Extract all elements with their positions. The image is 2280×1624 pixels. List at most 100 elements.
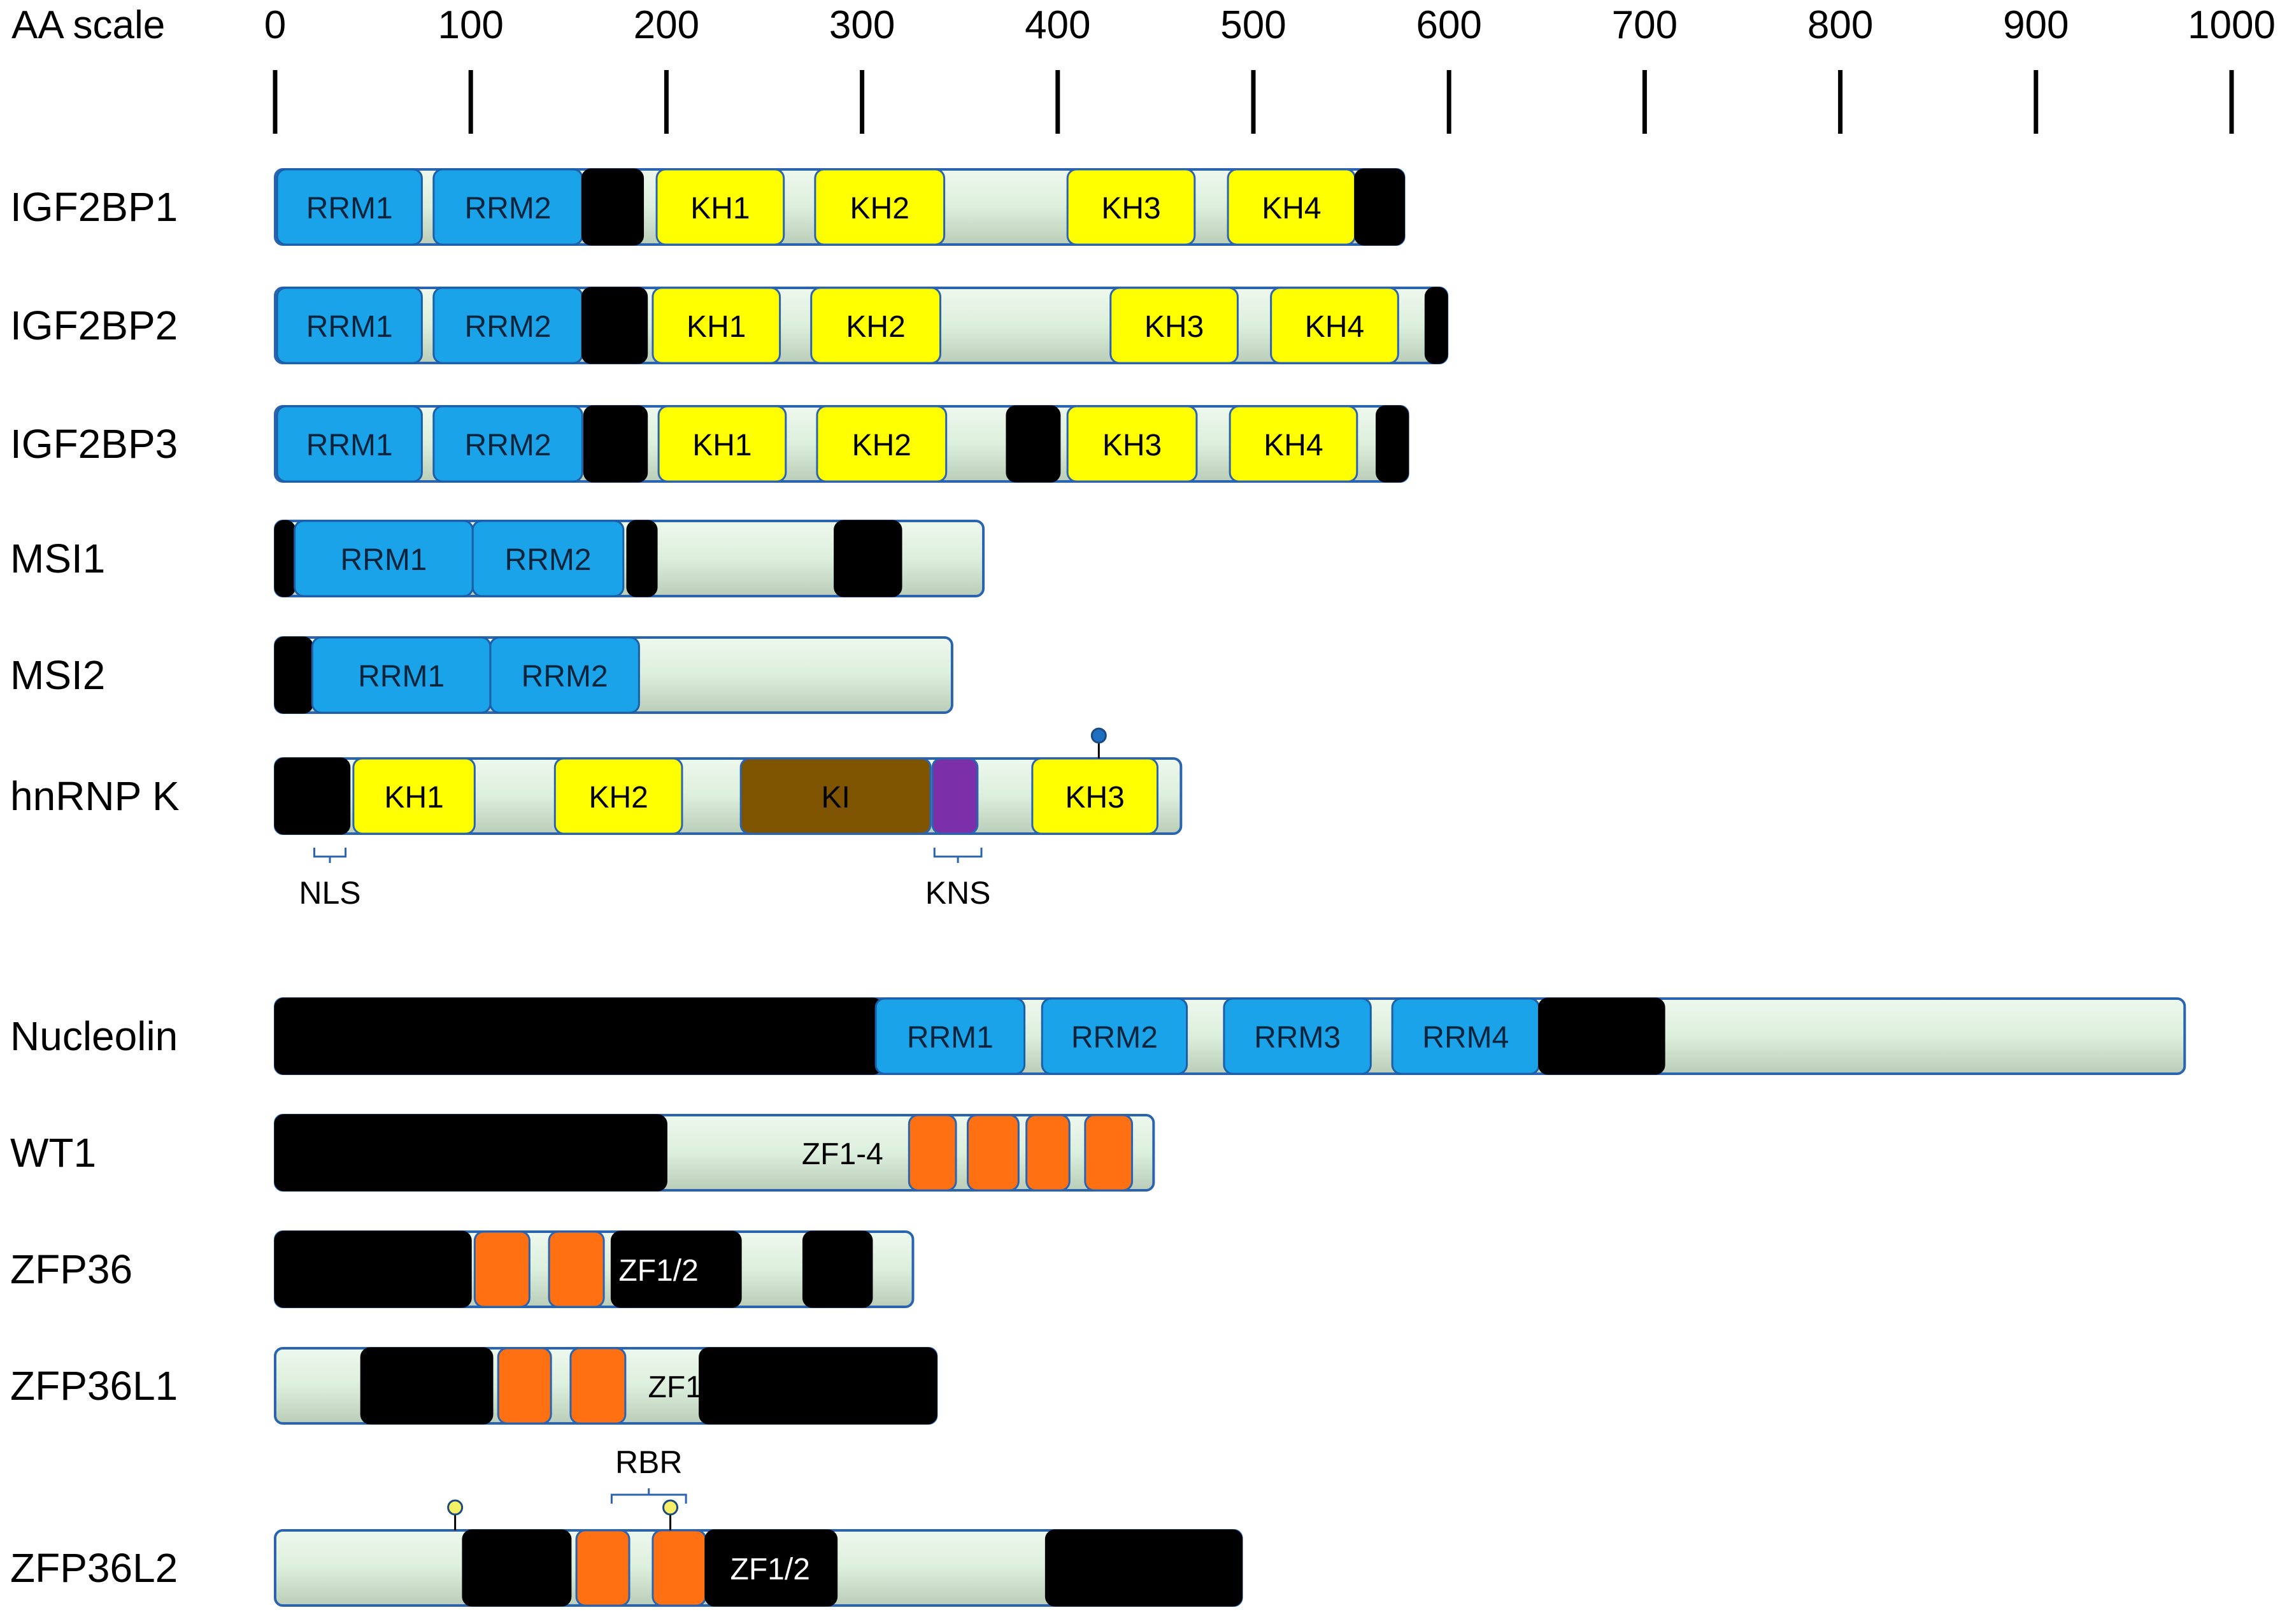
domain-black xyxy=(802,1230,873,1308)
domain-label: KH4 xyxy=(1305,310,1364,344)
domain-kh xyxy=(1066,168,1196,246)
domain-text: ZF1/2 xyxy=(618,1254,698,1288)
domain-label: RRM1 xyxy=(306,192,393,225)
domain-zf xyxy=(1025,1114,1071,1192)
domain-label: KI xyxy=(821,781,850,815)
domain-kh xyxy=(652,287,781,364)
protein-row: MSI1 RRM1 RRM2 xyxy=(10,520,985,597)
domain-kh xyxy=(1031,757,1158,835)
scale-tick-label: 100 xyxy=(438,3,503,47)
domain-zf xyxy=(966,1114,1020,1192)
domain-label: RRM3 xyxy=(1254,1021,1341,1055)
protein-name: WT1 xyxy=(10,1130,96,1176)
domain-kh xyxy=(352,757,476,835)
domain-rrm xyxy=(432,405,583,483)
protein-name: MSI1 xyxy=(10,536,105,581)
domain-label: RRM2 xyxy=(465,429,552,462)
scale-tick-label: 900 xyxy=(2003,3,2069,47)
domain-label: KH4 xyxy=(1262,192,1321,225)
domain-kh xyxy=(814,168,946,246)
domain-label: KH1 xyxy=(692,429,752,462)
domain-label: KH3 xyxy=(1065,781,1124,815)
protein-name: hnRNP K xyxy=(10,773,180,819)
domain-label: KH3 xyxy=(1102,429,1162,462)
domain-kns xyxy=(931,757,979,835)
site-pin-icon xyxy=(1090,727,1107,744)
domain-kh xyxy=(1229,405,1358,483)
domain-black xyxy=(1376,405,1409,483)
domain-black xyxy=(626,520,658,597)
domain-text: ZF1/2 xyxy=(730,1553,810,1586)
domain-kh xyxy=(553,757,683,835)
domain-label: RRM2 xyxy=(505,543,592,577)
domain-text: ZF1-4 xyxy=(802,1137,883,1171)
domain-black xyxy=(462,1529,572,1607)
domain-label: RRM1 xyxy=(306,429,393,462)
site-pin-icon xyxy=(447,1499,464,1516)
domain-label: KH3 xyxy=(1101,192,1160,225)
domain-zf xyxy=(575,1529,631,1607)
region-label: NLS xyxy=(299,875,360,911)
domain-label: RRM1 xyxy=(358,660,445,694)
region-bracket xyxy=(313,848,347,863)
domain-zf xyxy=(473,1230,531,1308)
domain-label: KH2 xyxy=(850,192,909,225)
region-label: RBR xyxy=(615,1444,683,1480)
domain-black xyxy=(1538,997,1665,1075)
domain-black xyxy=(581,168,645,246)
domain-rrm xyxy=(489,636,640,714)
domain-zf xyxy=(569,1347,627,1425)
scale-tick-label: 500 xyxy=(1220,3,1286,47)
domain-black xyxy=(1006,405,1061,483)
domain-black xyxy=(704,1529,838,1607)
protein-name: ZFP36L1 xyxy=(10,1363,178,1409)
protein-name: IGF2BP1 xyxy=(10,184,178,230)
region-bracket xyxy=(933,848,983,863)
domain-zf xyxy=(548,1230,605,1308)
domain-label: KH2 xyxy=(846,310,905,344)
scale-tick-label: 0 xyxy=(264,3,286,47)
domain-label: KH2 xyxy=(852,429,911,462)
domain-ki xyxy=(739,757,932,835)
domain-black xyxy=(274,757,351,835)
domain-rrm xyxy=(276,405,423,483)
site-pin-icon xyxy=(662,1499,679,1516)
domain-kh xyxy=(1109,287,1239,364)
domain-zf xyxy=(497,1347,552,1425)
scale-tick-label: 600 xyxy=(1416,3,1481,47)
domain-kh xyxy=(1270,287,1399,364)
domain-label: RRM2 xyxy=(465,310,552,344)
protein-row: WT1 ZF1-4 xyxy=(10,1114,1155,1192)
domain-zf xyxy=(908,1114,957,1192)
domain-black xyxy=(699,1347,937,1425)
domain-rrm xyxy=(1223,997,1372,1075)
domain-black xyxy=(360,1347,494,1425)
domain-label: KH1 xyxy=(384,781,443,815)
domain-black xyxy=(610,1230,742,1308)
region-label: KNS xyxy=(925,875,991,911)
scale-label: AA scale xyxy=(11,3,165,47)
domain-label: KH1 xyxy=(687,310,746,344)
domain-black xyxy=(274,1230,472,1308)
domain-black xyxy=(274,520,296,597)
domain-rrm xyxy=(874,997,1026,1075)
domain-label: RRM1 xyxy=(340,543,427,577)
domain-black xyxy=(834,520,902,597)
domain-label: KH2 xyxy=(588,781,648,815)
domain-black xyxy=(1424,287,1448,364)
domain-kh xyxy=(1066,405,1198,483)
protein-name: IGF2BP3 xyxy=(10,421,178,467)
domain-label: RRM1 xyxy=(907,1021,994,1055)
domain-rrm xyxy=(276,168,423,246)
